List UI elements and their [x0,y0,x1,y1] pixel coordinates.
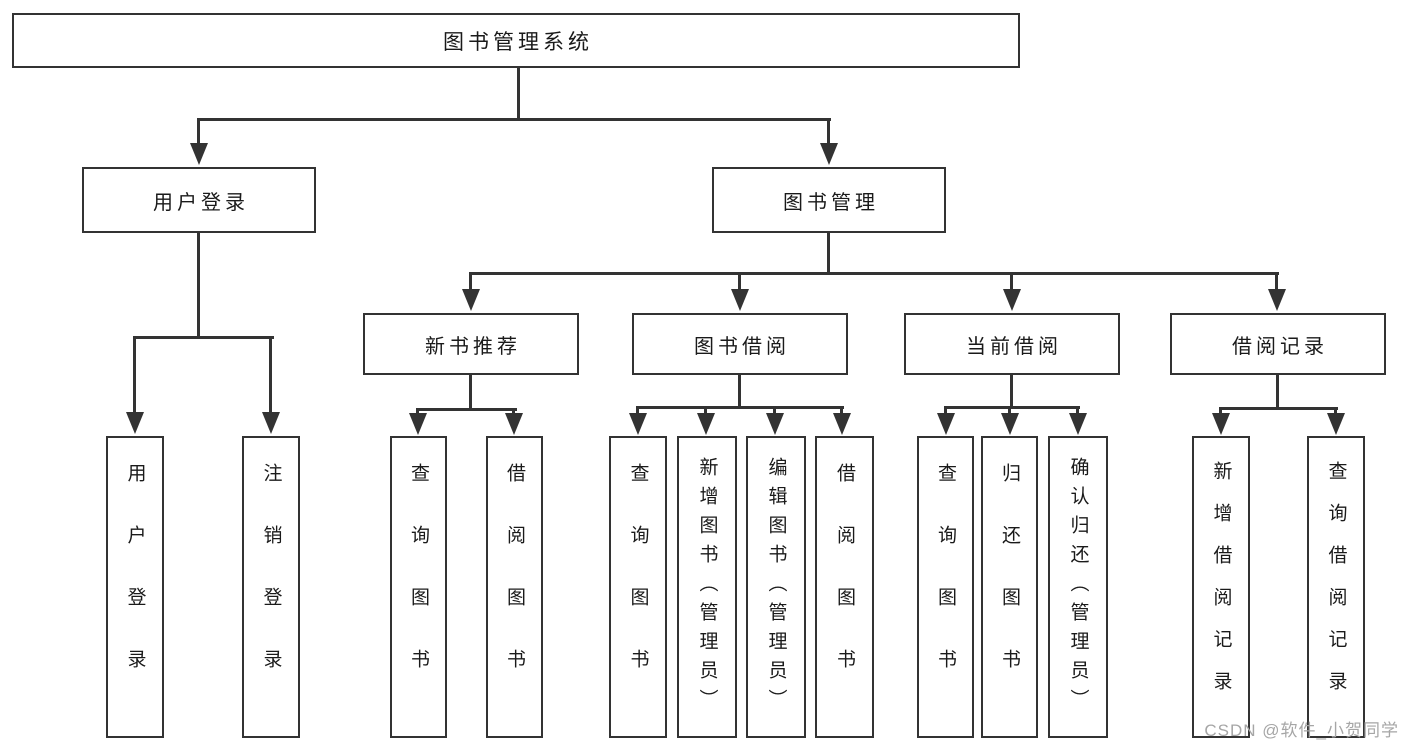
node-borrow-records: 借阅记录 [1170,313,1386,375]
node-user-login-label: 用户登录 [153,191,249,214]
leaf-query-books-recommend: 查询图书 [390,436,447,738]
arrowhead-icon [697,413,715,435]
arrowhead-icon [1069,413,1087,435]
connector-drop-borrow-records [1275,272,1278,292]
leaf-query-books-current-label: 查询图书 [935,463,956,711]
arrowhead-icon [937,413,955,435]
connector-drop-book-mgmt [827,118,830,145]
watermark: CSDN @软件_小贺同学 [1204,721,1399,740]
connector-book-mgmt-bracket [469,272,1279,275]
node-user-login: 用户登录 [82,167,316,233]
leaf-add-borrow-record: 新增借阅记录 [1192,436,1250,738]
leaf-logout-label: 注销登录 [260,463,282,711]
node-borrow-records-label: 借阅记录 [1232,335,1328,358]
arrowhead-icon [190,143,208,165]
arrowhead-icon [1212,413,1230,435]
leaf-user-login: 用户登录 [106,436,164,738]
connector-drop [840,406,843,415]
node-book-borrow: 图书借阅 [632,313,848,375]
leaf-confirm-return-admin: 确认归还（管理员） [1048,436,1108,738]
connector-book-borrow-bracket [636,406,844,409]
leaf-query-books-borrow: 查询图书 [609,436,667,738]
node-new-book-recommend-label: 新书推荐 [425,335,521,358]
connector-drop [416,408,419,416]
connector-drop [1219,407,1222,415]
connector-current-borrow-bracket [944,406,1080,409]
connector-drop [773,406,776,415]
leaf-query-books-current: 查询图书 [917,436,974,738]
connector-drop [944,406,947,415]
leaf-return-books-label: 归还图书 [999,463,1020,711]
connector-drop-logout [269,336,272,414]
connector-borrow-records-stem [1276,374,1279,409]
connector-drop [512,408,515,416]
arrowhead-icon [409,413,427,435]
connector-borrow-records-bracket [1219,407,1338,410]
arrowhead-icon [1327,413,1345,435]
node-root: 图书管理系统 [12,13,1020,68]
connector-user-login-bracket [133,336,274,339]
leaf-add-books-admin: 新增图书（管理员） [677,436,737,738]
leaf-confirm-return-admin-label: 确认归还（管理员） [1067,456,1089,718]
connector-new-books-stem [469,374,472,410]
connector-drop-login [133,336,136,414]
leaf-borrow-books-recommend: 借阅图书 [486,436,543,738]
arrowhead-icon [505,413,523,435]
connector-drop [1008,406,1011,415]
arrowhead-icon [462,289,480,311]
leaf-logout: 注销登录 [242,436,300,738]
connector-user-login-stem [197,232,200,338]
node-book-borrow-label: 图书借阅 [694,335,790,358]
leaf-borrow-books: 借阅图书 [815,436,874,738]
connector-drop-current-borrow [1010,272,1013,292]
connector-drop-new-books [469,272,472,292]
arrowhead-icon [1001,413,1019,435]
connector-book-borrow-stem [738,374,741,408]
node-book-management: 图书管理 [712,167,946,233]
connector-drop-user-login [197,118,200,145]
arrowhead-icon [833,413,851,435]
connector-drop-book-borrow [738,272,741,292]
node-current-borrow: 当前借阅 [904,313,1120,375]
leaf-query-borrow-record-label: 查询借阅记录 [1325,461,1347,713]
node-new-book-recommend: 新书推荐 [363,313,579,375]
leaf-borrow-books-recommend-label: 借阅图书 [504,463,525,711]
node-current-borrow-label: 当前借阅 [966,335,1062,358]
leaf-query-books-recommend-label: 查询图书 [408,463,429,711]
connector-root-stem [517,68,520,120]
arrowhead-icon [731,289,749,311]
arrowhead-icon [1003,289,1021,311]
leaf-user-login-label: 用户登录 [124,463,146,711]
leaf-query-books-borrow-label: 查询图书 [627,463,649,711]
leaf-edit-books-admin-label: 编辑图书（管理员） [765,456,787,718]
connector-root-bracket [197,118,831,121]
arrowhead-icon [126,412,144,434]
arrowhead-icon [766,413,784,435]
leaf-add-books-admin-label: 新增图书（管理员） [696,456,718,718]
connector-drop [1076,406,1079,415]
connector-book-mgmt-stem [827,232,830,274]
leaf-return-books: 归还图书 [981,436,1038,738]
arrowhead-icon [629,413,647,435]
arrowhead-icon [262,412,280,434]
arrowhead-icon [820,143,838,165]
node-book-management-label: 图书管理 [783,191,879,214]
leaf-add-borrow-record-label: 新增借阅记录 [1210,461,1232,713]
leaf-edit-books-admin: 编辑图书（管理员） [746,436,806,738]
connector-current-borrow-stem [1010,374,1013,408]
leaf-query-borrow-record: 查询借阅记录 [1307,436,1365,738]
connector-drop [636,406,639,415]
connector-new-books-bracket [416,408,517,411]
connector-drop [1334,407,1337,415]
leaf-borrow-books-label: 借阅图书 [834,463,855,711]
arrowhead-icon [1268,289,1286,311]
node-root-label: 图书管理系统 [443,30,593,54]
connector-drop [704,406,707,415]
